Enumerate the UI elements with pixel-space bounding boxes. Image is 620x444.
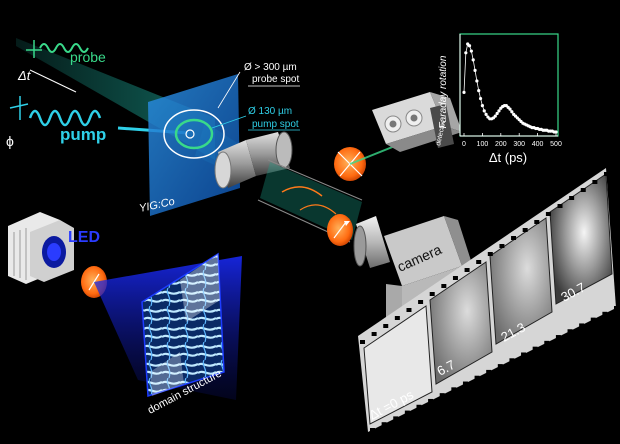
sprocket-hole bbox=[439, 393, 445, 398]
chart-point bbox=[473, 68, 477, 72]
led-label: LED bbox=[68, 229, 100, 246]
film-sprockets bbox=[360, 172, 619, 432]
chart-tick-label: 500 bbox=[550, 141, 562, 148]
sprocket-hole bbox=[487, 252, 493, 256]
domain-structure bbox=[141, 252, 225, 398]
sprocket-hole bbox=[511, 236, 517, 240]
film-frame bbox=[549, 173, 613, 305]
chart-point bbox=[477, 89, 481, 93]
sprocket-hole bbox=[521, 352, 527, 357]
sprocket-hole bbox=[360, 340, 365, 344]
sprocket-hole bbox=[404, 410, 410, 415]
chart-point bbox=[497, 109, 501, 113]
sprocket-hole bbox=[464, 268, 470, 272]
imaging-lens bbox=[327, 214, 353, 246]
pump-spot-ring bbox=[174, 118, 214, 150]
chart-point bbox=[469, 49, 473, 53]
sprocket-hole bbox=[393, 416, 399, 421]
probe-spot-label: probe spot bbox=[252, 74, 299, 85]
chart-tick-label: 400 bbox=[532, 141, 544, 148]
pump-label: pump bbox=[60, 125, 106, 144]
delay-label: Δt bbox=[17, 68, 32, 83]
sprocket-hole bbox=[451, 387, 457, 392]
chart-point bbox=[462, 90, 466, 94]
objective-lens bbox=[214, 131, 293, 189]
chart-ylabel: Faraday rotation bbox=[438, 55, 449, 128]
sprocket-hole bbox=[555, 335, 561, 340]
film-frame bbox=[363, 305, 433, 425]
detector bbox=[372, 92, 462, 152]
chart-point bbox=[482, 109, 486, 113]
chart-point bbox=[478, 96, 483, 101]
sprocket-hole bbox=[592, 180, 598, 184]
sprocket-hole bbox=[441, 284, 447, 288]
led-source bbox=[8, 212, 74, 284]
film-strip bbox=[358, 168, 619, 432]
chart-point bbox=[464, 51, 468, 55]
sprocket-hole bbox=[428, 398, 434, 403]
sprocket-hole bbox=[474, 375, 480, 380]
sprocket-hole bbox=[476, 260, 482, 264]
sprocket-hole bbox=[497, 364, 503, 369]
film-frame bbox=[429, 261, 493, 385]
pump-spot-label: pump spot bbox=[252, 119, 299, 130]
chart-point bbox=[508, 107, 512, 111]
faraday-chart: 0 100 200 300 400 500 Faraday rotation Δt (ps… bbox=[438, 33, 562, 165]
film-frame-label: 6.7 bbox=[434, 357, 457, 379]
sprocket-hole bbox=[486, 369, 492, 374]
probe-spot-size-label: Ø > 300 µm bbox=[244, 62, 297, 73]
sprocket-hole bbox=[429, 292, 435, 296]
chart-frame bbox=[459, 33, 559, 137]
sprocket-hole bbox=[394, 316, 400, 320]
chart-point bbox=[475, 79, 479, 83]
chart-point bbox=[467, 44, 472, 48]
sprocket-hole bbox=[383, 324, 389, 328]
chart-point bbox=[554, 130, 558, 134]
chart-point bbox=[495, 111, 499, 116]
chart-tick-label: 300 bbox=[513, 141, 525, 148]
chart-point bbox=[471, 58, 475, 62]
chart-point bbox=[480, 104, 484, 108]
sprocket-hole bbox=[579, 323, 585, 328]
sprocket-hole bbox=[522, 228, 528, 232]
sprocket-hole bbox=[416, 404, 422, 409]
sprocket-hole bbox=[370, 428, 375, 432]
probe-spot-ring bbox=[163, 109, 225, 159]
sprocket-hole bbox=[406, 308, 412, 312]
chart-tick-label: 200 bbox=[495, 141, 507, 148]
chart-tick-label: 100 bbox=[477, 141, 489, 148]
sprocket-hole bbox=[604, 172, 609, 176]
sprocket-hole bbox=[590, 317, 596, 322]
sprocket-hole bbox=[462, 381, 468, 386]
sprocket-hole bbox=[580, 188, 586, 192]
pump-pulse bbox=[9, 96, 102, 127]
chart-tick-label: 0 bbox=[462, 141, 466, 148]
sprocket-hole bbox=[534, 220, 540, 224]
sprocket-hole bbox=[614, 306, 619, 310]
phi-label: ϕ bbox=[6, 133, 14, 149]
sprocket-hole bbox=[418, 300, 424, 304]
sprocket-hole bbox=[381, 422, 387, 427]
chart-xlabel: Δt (ps) bbox=[489, 150, 527, 165]
sprocket-hole bbox=[544, 340, 550, 345]
chart-point bbox=[510, 110, 514, 114]
delay-arrow bbox=[29, 69, 77, 93]
probe-label: probe bbox=[70, 49, 106, 65]
sprocket-hole bbox=[509, 358, 515, 363]
sprocket-hole bbox=[499, 244, 505, 248]
sprocket-hole bbox=[569, 196, 575, 200]
sprocket-hole bbox=[545, 212, 551, 216]
sprocket-hole bbox=[567, 329, 573, 334]
sprocket-hole bbox=[532, 346, 538, 351]
sprocket-hole bbox=[557, 204, 563, 208]
chart-point bbox=[493, 114, 497, 118]
sprocket-hole bbox=[452, 276, 458, 280]
pump-spot-size-label: Ø 130 µm bbox=[248, 106, 292, 117]
sprocket-hole bbox=[602, 311, 608, 316]
chart-point bbox=[484, 112, 488, 116]
sprocket-hole bbox=[371, 332, 377, 336]
probe-pulse bbox=[26, 40, 89, 58]
